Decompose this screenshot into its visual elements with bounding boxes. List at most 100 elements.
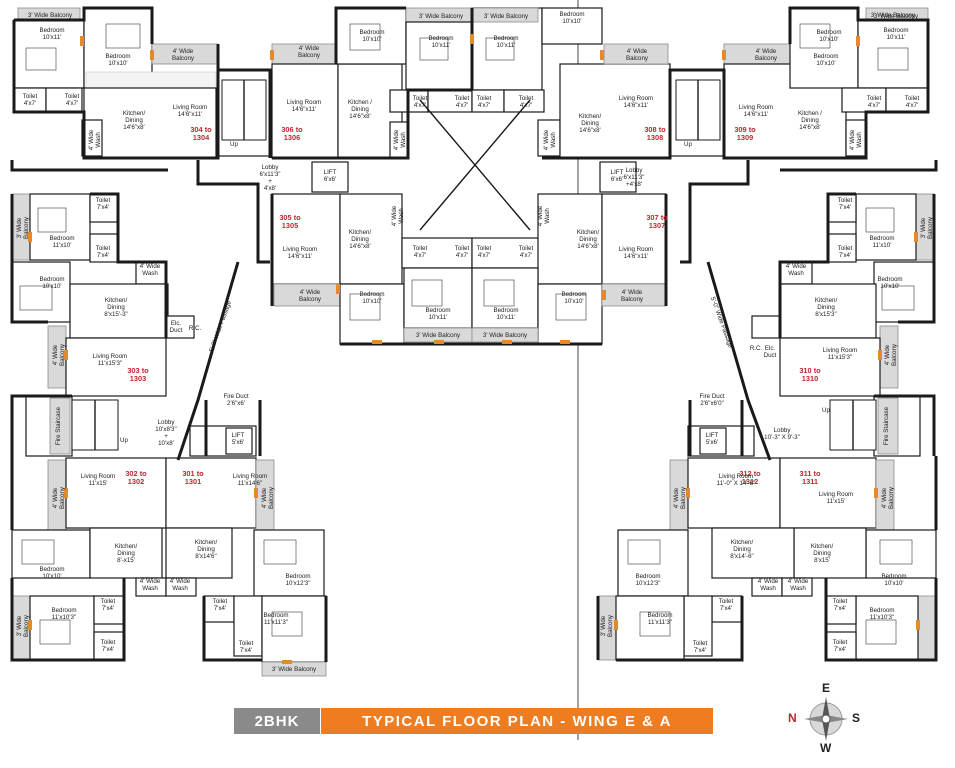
room-label: 3' WideBalcony	[16, 216, 30, 239]
fire-stair-right	[829, 397, 899, 455]
stair-upper-left	[221, 79, 267, 141]
room-label: 4' WideBalcony	[261, 486, 275, 509]
room-label: Fire Staircase	[883, 406, 890, 445]
compass-icon	[804, 697, 848, 741]
room-label: 4' WideWash	[537, 205, 551, 226]
room-label: 4' WideWash	[88, 129, 102, 150]
room-label: 4' WideBalcony	[884, 343, 898, 366]
room-label: 3' Wide Balcony	[483, 332, 528, 339]
bed-icons	[19, 23, 915, 645]
lift-lower-left	[225, 427, 253, 455]
room-label: Up	[684, 141, 692, 148]
room-label: 4' WideBalcony	[52, 486, 66, 509]
room-label: 4' WideWash	[849, 129, 863, 150]
room-label: 3' Wide Balcony	[272, 666, 317, 673]
room-label: 4' WideBalcony	[881, 486, 895, 509]
room-label: 3' WideBalcony	[16, 614, 30, 637]
room-label: 4' WideBalcony	[673, 486, 687, 509]
room-label: 3' WideBalcony	[600, 614, 614, 637]
fire-stair-left	[49, 397, 119, 455]
compass-rose: E N S W	[788, 681, 862, 755]
room-label: R.C.	[750, 345, 763, 352]
lower-left-block	[10, 397, 328, 677]
room-label: 4' WideBalcony	[52, 343, 66, 366]
door-markers	[28, 34, 920, 664]
compass-n: N	[788, 711, 797, 725]
compass-w: W	[820, 741, 832, 755]
central-core	[270, 99, 668, 346]
plan-title-banner: TYPICAL FLOOR PLAN - WING E & A	[321, 708, 713, 734]
room-label: Up	[822, 407, 830, 414]
room-label: Elc.Duct	[764, 345, 777, 359]
room-label: 3' WideBalcony	[920, 216, 934, 239]
room-label: Up	[230, 141, 238, 148]
